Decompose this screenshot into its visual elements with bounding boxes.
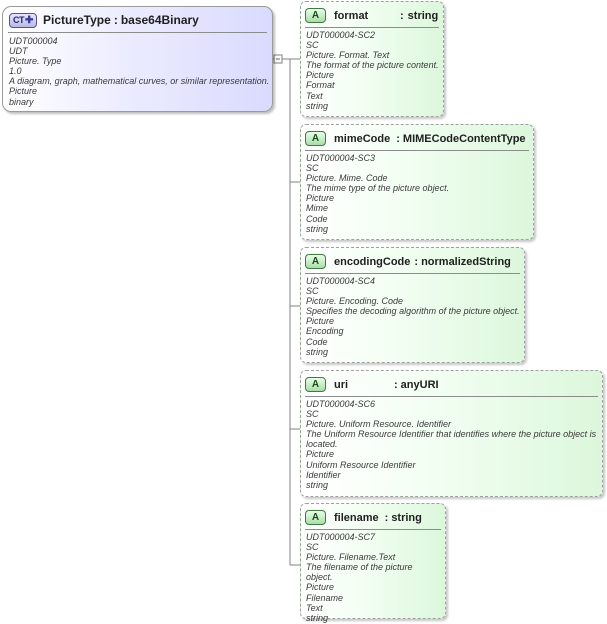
annotation-line: Code	[306, 336, 328, 347]
annotation-line: Picture. Filename.Text	[306, 552, 396, 563]
annotation-line: SC	[306, 542, 319, 553]
divider	[305, 273, 520, 274]
annotation-line: The Uniform Resource Identifier that ide…	[306, 429, 597, 450]
annotation-line: string	[306, 223, 329, 234]
annotation-line: Picture. Encoding. Code	[306, 296, 404, 307]
attribute-icon: A	[305, 8, 326, 23]
attribute-separator: :	[400, 9, 404, 22]
annotation-line: Picture	[9, 86, 38, 97]
attribute-icon: A	[305, 254, 326, 269]
annotation-line: UDT000004-SC3	[306, 153, 376, 163]
divider	[305, 27, 439, 28]
attribute-separator: :	[394, 378, 398, 391]
annotation-line: Picture	[306, 70, 335, 81]
attribute-icon: A	[305, 510, 326, 525]
annotation-line: Picture. Format. Text	[306, 50, 390, 61]
annotation-line: SC	[306, 40, 319, 51]
attribute-name: format	[334, 9, 369, 22]
annotation-line: The format of the picture content.	[306, 60, 439, 71]
annotation-line: A diagram, graph, mathematical curves, o…	[9, 76, 270, 87]
annotation-line: Encoding	[306, 326, 344, 337]
annotation-line: Picture	[306, 582, 335, 593]
attribute-annotation: UDT000004-SC4 SC Picture. Encoding. Code…	[306, 276, 521, 357]
annotation-line: UDT	[9, 46, 28, 57]
annotation-line: SC	[306, 163, 319, 174]
annotation-line: The filename of the picture object.	[306, 562, 413, 583]
attribute-type: string	[407, 9, 439, 22]
annotation-line: Picture. Uniform Resource. Identifier	[306, 419, 452, 430]
annotation-line: string	[306, 612, 329, 623]
attribute-separator: :	[414, 255, 419, 268]
annotation-line: Picture	[306, 316, 335, 327]
annotation-line: 1.0	[9, 66, 22, 77]
annotation-line: Specifies the decoding algorithm of the …	[306, 306, 520, 317]
annotation-line: string	[306, 100, 329, 111]
attribute-uri[interactable]: A uri : anyURI UDT000004-SC6 SC Picture.…	[300, 370, 603, 497]
complex-type-separator: :	[113, 13, 118, 27]
attribute-separator: :	[384, 511, 389, 524]
annotation-line: UDT000004	[9, 36, 58, 46]
annotation-line: Identifier	[306, 469, 341, 480]
divider	[8, 32, 267, 33]
attribute-annotation: UDT000004-SC7 SC Picture. Filename.Text …	[306, 532, 441, 623]
annotation-line: Code	[306, 213, 328, 224]
attribute-separator: :	[396, 132, 400, 145]
attribute-name: encodingCode	[334, 255, 411, 268]
attribute-header: A filename : string	[305, 510, 422, 525]
annotation-line: string	[306, 479, 329, 490]
divider	[305, 150, 529, 151]
attribute-annotation: UDT000004-SC2 SC Picture. Format. Text T…	[306, 30, 439, 111]
annotation-line: UDT000004-SC4	[306, 276, 376, 286]
attribute-header: A format : string	[305, 8, 438, 23]
attribute-type: MIMECodeContentType	[402, 132, 526, 145]
attribute-name: uri	[334, 378, 349, 391]
attribute-icon: A	[305, 131, 326, 146]
attribute-annotation: UDT000004-SC3 SC Picture. Mime. Code The…	[306, 153, 529, 234]
annotation-line: Picture. Type	[9, 56, 62, 67]
complex-type-name: PictureType	[43, 13, 111, 27]
complex-type-header: CT✚ PictureType:base64Binary	[9, 12, 199, 28]
annotation-line: UDT000004-SC7	[306, 532, 376, 542]
annotation-line: Uniform Resource Identifier	[306, 459, 416, 470]
annotation-line: binary	[9, 96, 34, 107]
attribute-type: normalizedString	[421, 255, 511, 268]
attribute-mimecode[interactable]: A mimeCode : MIMECodeContentType UDT0000…	[300, 124, 534, 240]
attribute-name: filename	[334, 511, 379, 524]
complex-type-base: base64Binary	[120, 13, 199, 27]
attribute-format[interactable]: A format : string UDT000004-SC2 SC Pictu…	[300, 1, 444, 117]
divider	[305, 396, 598, 397]
complex-type-annotation: UDT000004 UDT Picture. Type 1.0 A diagra…	[9, 36, 269, 107]
attribute-annotation: UDT000004-SC6 SC Picture. Uniform Resour…	[306, 399, 598, 490]
annotation-line: The mime type of the picture object.	[306, 183, 450, 194]
attribute-icon: A	[305, 377, 326, 392]
annotation-line: SC	[306, 286, 319, 297]
attribute-header: A uri : anyURI	[305, 377, 439, 392]
divider	[305, 529, 441, 530]
attribute-type: string	[391, 511, 422, 524]
annotation-line: Picture. Mime. Code	[306, 173, 388, 184]
annotation-line: Filename	[306, 592, 344, 603]
attribute-filename[interactable]: A filename : string UDT000004-SC7 SC Pic…	[300, 503, 446, 623]
complex-type-picturetype[interactable]: CT✚ PictureType:base64Binary UDT000004 U…	[2, 6, 273, 112]
annotation-line: Picture	[306, 193, 335, 204]
annotation-line: Mime	[306, 203, 328, 214]
annotation-line: string	[306, 346, 329, 357]
complex-type-title: PictureType:base64Binary	[43, 13, 199, 27]
attribute-name: mimeCode	[334, 132, 391, 145]
attribute-header: A encodingCode : normalizedString	[305, 254, 511, 269]
annotation-line: UDT000004-SC2	[306, 30, 376, 40]
annotation-line: Picture	[306, 449, 335, 460]
attribute-type: anyURI	[400, 378, 439, 391]
complex-type-icon: CT✚	[9, 12, 37, 28]
annotation-line: Text	[306, 602, 323, 613]
annotation-line: Text	[306, 90, 323, 101]
annotation-line: UDT000004-SC6	[306, 399, 376, 409]
annotation-line: SC	[306, 409, 319, 420]
attribute-header: A mimeCode : MIMECodeContentType	[305, 131, 526, 146]
annotation-line: Format	[306, 80, 335, 91]
attribute-encodingcode[interactable]: A encodingCode : normalizedString UDT000…	[300, 247, 525, 363]
